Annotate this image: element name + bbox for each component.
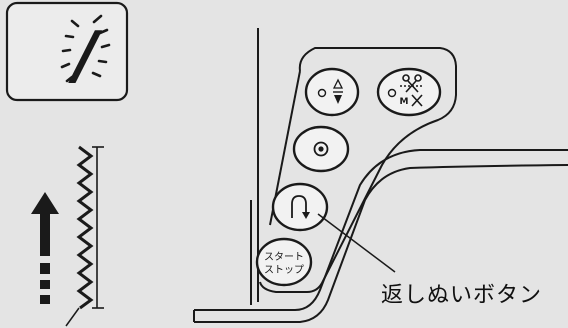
start-stop-button[interactable]: スタート ストップ (255, 237, 313, 287)
callout-leader-line (317, 213, 396, 273)
reverse-button-callout-label: 返しぬいボタン (381, 283, 543, 308)
lcd-display: / (5, 1, 129, 102)
dot-icon (313, 141, 329, 157)
start-stop-label-line2: ストップ (264, 264, 304, 276)
pointer-line (65, 307, 80, 327)
scissors-icon (400, 74, 424, 107)
thread-cutter-sublabel: M (400, 97, 409, 107)
needle-up-down-button[interactable] (304, 67, 360, 117)
zigzag-stitch (76, 145, 94, 310)
thread-cutter-button[interactable]: M (376, 67, 442, 117)
reverse-u-arrow-icon (291, 195, 310, 219)
length-bracket (92, 146, 104, 309)
direction-arrow (31, 192, 59, 304)
needle-up-down-icon (332, 78, 344, 104)
stitch-illustration (31, 145, 104, 327)
reverse-stitch-button[interactable] (271, 182, 329, 232)
speed-button[interactable] (292, 125, 350, 173)
start-stop-label-line1: スタート (264, 251, 304, 263)
blink-rays (60, 14, 111, 83)
